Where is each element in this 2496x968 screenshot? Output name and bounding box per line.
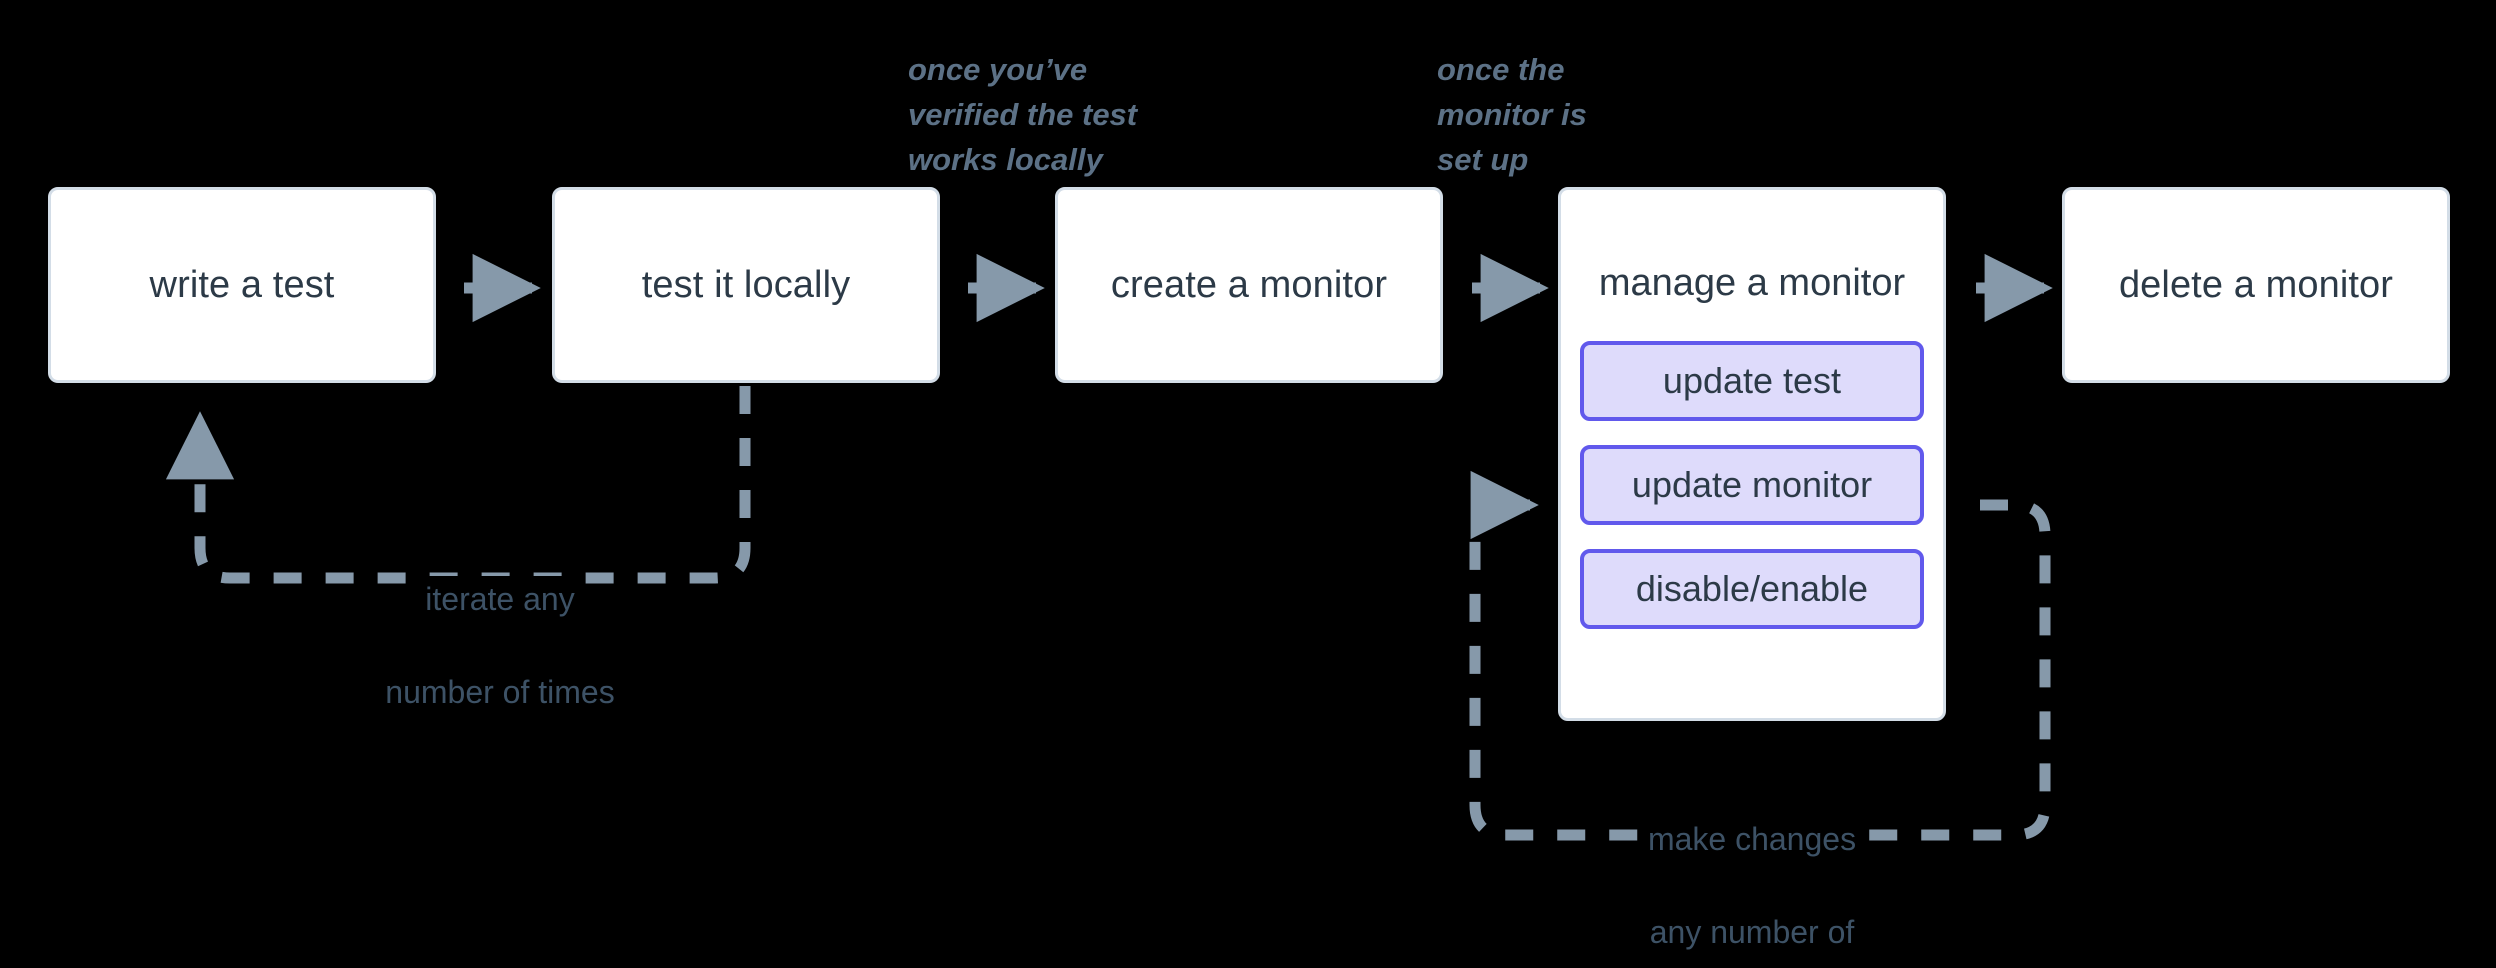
action-chip-update-monitor[interactable]: update monitor xyxy=(1580,445,1924,525)
connector-iterate-feedback-loop xyxy=(165,386,751,584)
node-label-write-a-test: write a test xyxy=(149,263,335,306)
node-label-test-it-locally: test it locally xyxy=(641,263,851,306)
action-chip-update-test[interactable]: update test xyxy=(1580,341,1924,421)
annotation-monitor-set-up: once the monitor is set up xyxy=(1437,52,1587,177)
action-label-update-test: update test xyxy=(1662,360,1842,401)
iterate-loop-label-line1: iterate any xyxy=(419,576,581,623)
node-test-it-locally[interactable]: test it locally xyxy=(552,187,940,383)
make-changes-loop-label-line1: make changes xyxy=(1641,816,1863,863)
panel-title-manage-a-monitor: manage a monitor xyxy=(1598,262,1906,304)
node-delete-a-monitor[interactable]: delete a monitor xyxy=(2062,187,2450,383)
make-changes-loop-label-line2: any number of xyxy=(1643,909,1861,956)
panel-action-list: update test update monitor disable/enabl… xyxy=(1561,341,1943,629)
node-manage-a-monitor[interactable]: manage a monitor update test update moni… xyxy=(1558,187,1946,721)
node-write-a-test[interactable]: write a test xyxy=(48,187,436,383)
connector-make-changes-feedback-loop xyxy=(1469,470,2051,841)
annotation-verified-test: once you’ve verified the test works loca… xyxy=(908,52,1138,177)
action-chip-disable-enable[interactable]: disable/enable xyxy=(1580,549,1924,629)
node-label-delete-a-monitor: delete a monitor xyxy=(2118,263,2394,306)
node-create-a-monitor[interactable]: create a monitor xyxy=(1055,187,1443,383)
node-label-create-a-monitor: create a monitor xyxy=(1110,263,1388,306)
action-label-disable-enable: disable/enable xyxy=(1635,568,1869,609)
iterate-loop-label-line2: number of times xyxy=(379,669,621,716)
make-changes-loop-label: make changes any number of times xyxy=(1590,770,1914,968)
iterate-loop-label: iterate any number of times xyxy=(330,530,670,716)
action-label-update-monitor: update monitor xyxy=(1631,464,1873,505)
